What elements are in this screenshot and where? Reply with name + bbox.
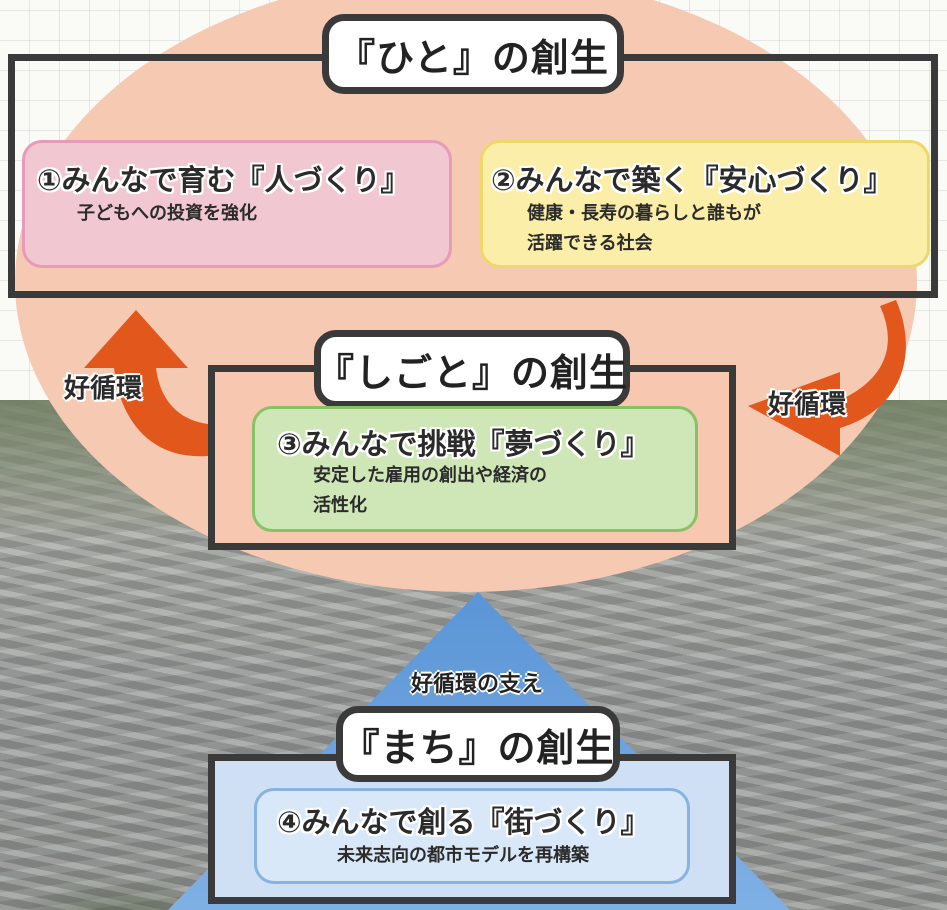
box-anshinzukuri-title: ②みんなで築く『安心づくり』 [491,163,893,197]
shigoto-title: 『しごと』の創生 [314,330,630,408]
box-machizukuri-desc: 未来志向の都市モデルを再構築 [337,845,589,866]
box-yumezukuri: ③みんなで挑戦『夢づくり』 安定した雇用の創出や経済の 活性化 [252,406,698,532]
box-hitozukuri: ①みんなで育む『人づくり』 子どもへの投資を強化 [22,140,452,268]
box-anshinzukuri-desc-line2: 活躍できる社会 [527,233,653,254]
box-hitozukuri-title: ①みんなで育む『人づくり』 [37,163,410,197]
cycle-label-left: 好循環 [64,374,143,404]
right-cycle-arrow-icon [748,300,906,456]
left-cycle-arrow-icon [84,310,208,457]
box-machizukuri: ④みんなで創る『街づくり』 未来志向の都市モデルを再構築 [254,788,690,884]
box-yumezukuri-desc-line1: 安定した雇用の創出や経済の [313,465,547,486]
machi-title: 『まち』の創生 [336,706,620,782]
hito-title: 『ひと』の創生 [322,14,624,94]
box-yumezukuri-desc-line2: 活性化 [313,495,367,516]
box-machizukuri-title: ④みんなで創る『街づくり』 [277,805,650,839]
box-hitozukuri-desc: 子どもへの投資を強化 [77,203,257,224]
box-anshinzukuri: ②みんなで築く『安心づくり』 健康・長寿の暮らしと誰もが 活躍できる社会 [480,140,930,268]
box-anshinzukuri-desc-line1: 健康・長寿の暮らしと誰もが [527,203,761,224]
cycle-label-right: 好循環 [768,390,847,420]
box-yumezukuri-title: ③みんなで挑戦『夢づくり』 [277,427,650,461]
support-label: 好循環の支え [410,672,543,697]
